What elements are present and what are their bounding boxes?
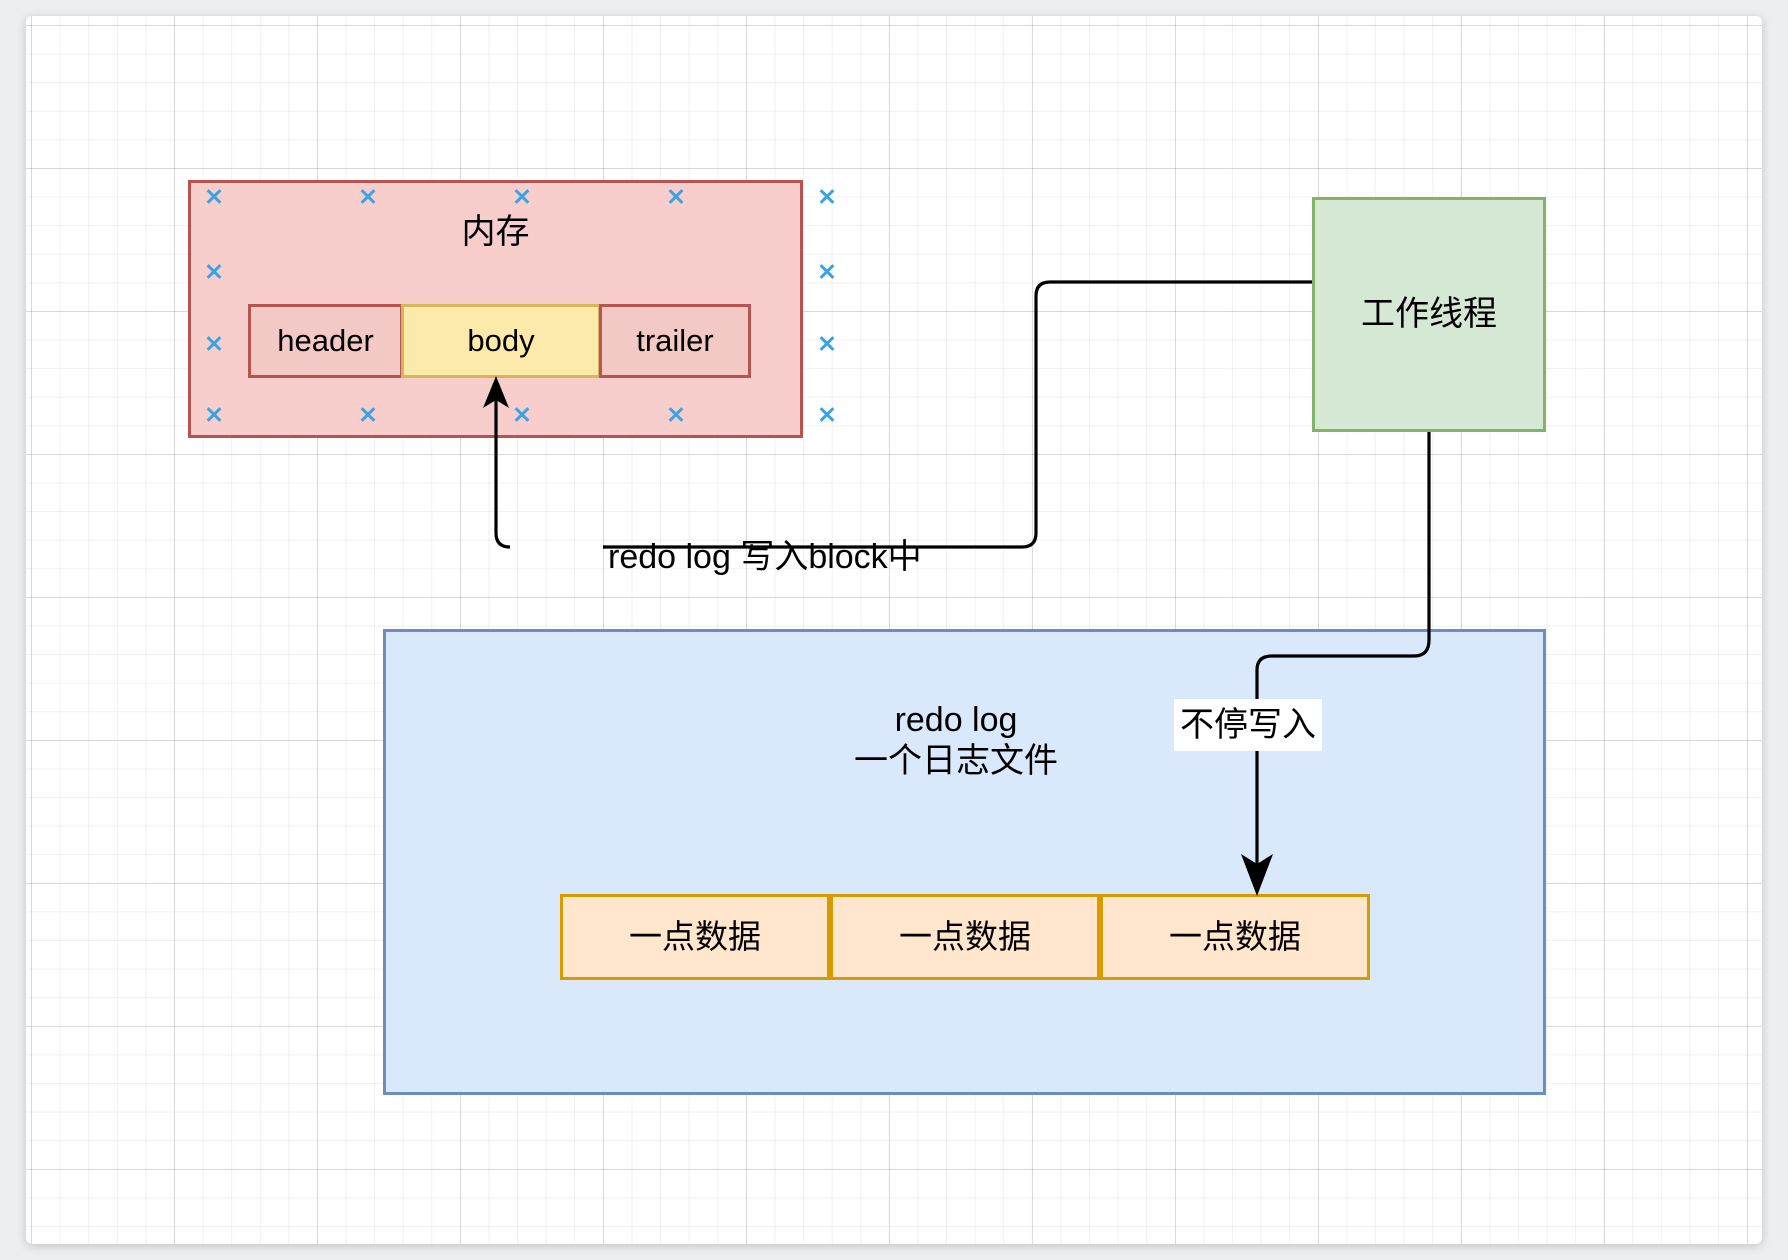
header-cell[interactable] [248, 304, 403, 378]
selection-handle[interactable] [818, 405, 836, 423]
selection-handle[interactable] [205, 334, 223, 352]
body-cell[interactable] [401, 304, 601, 378]
selection-handle[interactable] [667, 405, 685, 423]
selection-handle[interactable] [818, 334, 836, 352]
body-cell-label: body [467, 323, 535, 359]
selection-handle[interactable] [513, 187, 531, 205]
selection-handle[interactable] [205, 405, 223, 423]
data-block-2-label: 一点数据 [899, 918, 1031, 956]
selection-handle[interactable] [359, 187, 377, 205]
redo-log-title-line1: redo log [894, 701, 1018, 740]
selection-handle[interactable] [359, 405, 377, 423]
redo-log-title: redo log 一个日志文件 [726, 691, 1186, 791]
selection-handle[interactable] [513, 405, 531, 423]
data-block-1[interactable] [560, 894, 830, 980]
redo-log-title-line2: 一个日志文件 [854, 742, 1058, 780]
worker-thread-box[interactable] [1312, 197, 1546, 432]
edge-label-redo-log-write: redo log 写入block中 [608, 537, 922, 576]
data-block-3-label: 一点数据 [1169, 918, 1301, 956]
worker-thread-label: 工作线程 [1361, 295, 1497, 334]
edge-label-continuous-write: 不停写入 [1174, 699, 1322, 751]
data-block-3[interactable] [1100, 894, 1370, 980]
selection-handle[interactable] [667, 187, 685, 205]
trailer-cell-label: trailer [636, 323, 714, 359]
header-cell-label: header [277, 323, 374, 359]
selection-handle[interactable] [818, 187, 836, 205]
selection-handle[interactable] [205, 262, 223, 280]
diagram-canvas[interactable]: 内存 header body trailer 工作线程 redo log 一个日… [26, 16, 1762, 1244]
selection-handle[interactable] [818, 262, 836, 280]
data-block-1-label: 一点数据 [629, 918, 761, 956]
selection-handle[interactable] [205, 187, 223, 205]
data-block-2[interactable] [830, 894, 1100, 980]
memory-box-label: 内存 [461, 212, 530, 251]
